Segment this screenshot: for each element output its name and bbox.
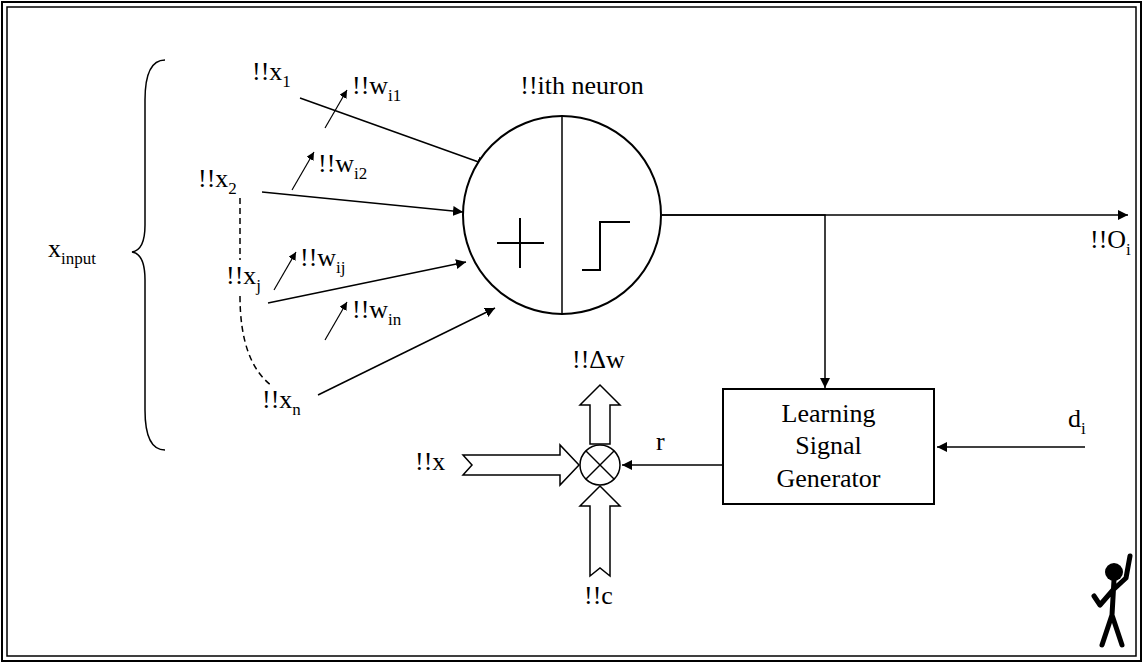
signal-label: !!Oi [1090, 226, 1131, 255]
inner-frame [7, 7, 1136, 656]
signal-label: !!x1 [252, 58, 291, 87]
signal-label: !!c [584, 582, 613, 611]
box-label: Learning Signal Generator [758, 398, 899, 496]
neuron-outline [462, 115, 662, 315]
stick-figure [1094, 556, 1130, 645]
block-arrow [463, 445, 579, 485]
signal-label: !!Δw [572, 346, 625, 375]
input-line [262, 192, 463, 212]
learning-signal-line [622, 464, 722, 466]
connector [662, 215, 825, 388]
signal-label: !!xj [226, 262, 261, 291]
block-arrow [580, 486, 620, 576]
adjustable-weight-arrow [274, 252, 296, 290]
signal-label: !!x2 [198, 165, 237, 194]
neuron-circle: !!ith neuron [462, 115, 662, 315]
dashed-continuation [239, 198, 241, 260]
process-box: Learning Signal Generator [722, 388, 935, 505]
block-arrow [580, 385, 620, 444]
adjustable-weight-arrow [325, 302, 347, 340]
input-brace [132, 60, 165, 450]
signal-label: r [656, 428, 665, 457]
neuron-heading: !!ith neuron [520, 71, 643, 101]
adjustable-weight-arrow [325, 90, 347, 128]
signal-label: !!wi2 [318, 150, 367, 179]
signal-label: !!xn [262, 386, 301, 415]
dashed-continuation [240, 296, 272, 386]
multiplier-cross [586, 451, 614, 479]
step-function-symbol [582, 222, 630, 270]
signal-label: !!x [415, 448, 445, 477]
multiplier-symbol [580, 445, 620, 485]
multiplier-cross [586, 451, 614, 479]
drawing-part [1094, 556, 1130, 645]
signal-label: !!win [352, 296, 401, 325]
desired-output-line [937, 446, 1085, 448]
signal-label: xinput [48, 235, 96, 264]
summation-symbol [497, 218, 544, 268]
adjustable-weight-arrow [292, 152, 314, 190]
signal-label: !!wij [300, 244, 346, 273]
input-line [318, 308, 495, 395]
neuron-outline [463, 116, 661, 314]
signal-label: !!wi1 [352, 72, 401, 101]
neuron-divider [561, 116, 563, 314]
signal-label: di [1068, 405, 1086, 434]
